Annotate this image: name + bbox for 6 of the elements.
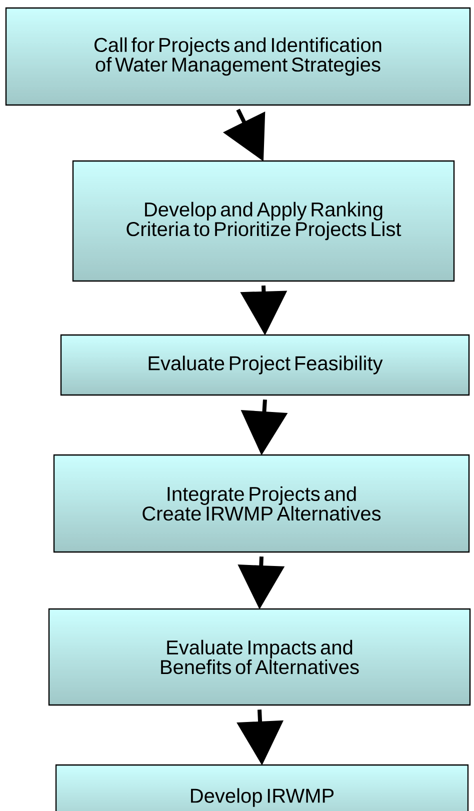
process-box: Develop and Apply Ranking Criteria to Prioritize Projects List — [72, 160, 455, 282]
process-box: Call for Projects and Identification of Water Management Strategies — [5, 7, 471, 106]
process-box: Evaluate Impacts and Benefits of Alternatives — [48, 608, 471, 706]
process-box: Evaluate Project Feasibility — [60, 334, 470, 396]
process-box: Develop IRWMP — [55, 764, 469, 811]
process-box: Integrate Projects and Create IRWMP Alternatives — [53, 454, 470, 553]
